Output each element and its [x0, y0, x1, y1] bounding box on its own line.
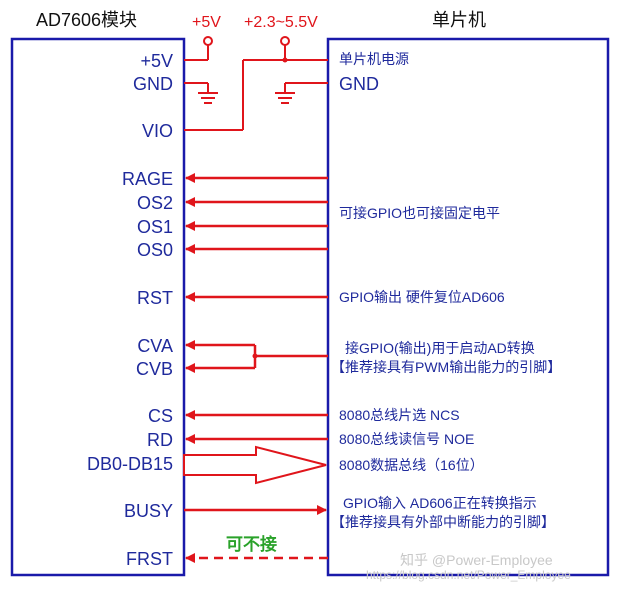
- busy-description-line1: GPIO输入 AD606正在转换指示: [343, 495, 537, 511]
- pin-db-label: DB0-DB15: [86, 454, 173, 474]
- pin-vio-label: VIO: [141, 121, 173, 141]
- ad7606-title: AD7606模块: [36, 10, 138, 30]
- pin-rd-label: RD: [147, 430, 173, 450]
- supply-vio-wire: [184, 36, 328, 131]
- pin-cs-label: CS: [147, 406, 173, 426]
- gnd-left-wire: [184, 82, 218, 104]
- mcu-gnd-label: GND: [339, 74, 379, 94]
- mcu-title: 单片机: [432, 10, 486, 30]
- supply-5v-label: +5V: [192, 14, 221, 31]
- rst-description: GPIO输出 硬件复位AD606: [339, 289, 505, 305]
- pin-os1-label: OS1: [136, 217, 173, 237]
- pin-os0-label: OS0: [136, 240, 173, 260]
- pin-rst-label: RST: [137, 288, 173, 308]
- arrow-data-bus: [183, 445, 327, 485]
- watermark-url: https://blog.csdn.net/Power_Employee: [366, 568, 571, 582]
- db-description: 8080数据总线（16位）: [339, 457, 484, 473]
- watermark: 知乎 @Power-Employee: [400, 552, 553, 568]
- pin-5v-label: +5V: [140, 51, 173, 71]
- rd-description: 8080总线读信号 NOE: [339, 431, 475, 447]
- gnd-right-wire: [275, 82, 328, 104]
- cv-description-line2: 【推荐接具有PWM输出能力的引脚】: [331, 359, 562, 375]
- frst-optional-note: 可不接: [226, 535, 277, 554]
- pin-rage-label: RAGE: [121, 169, 173, 189]
- pin-frst-label: FRST: [126, 549, 173, 569]
- ad7606-module-box: [10, 37, 186, 577]
- mcu-power-label: 单片机电源: [339, 51, 409, 67]
- pin-gnd-label: GND: [133, 74, 173, 94]
- busy-description-line2: 【推荐接具有外部中断能力的引脚】: [331, 514, 555, 530]
- cv-description-line1: 接GPIO(输出)用于启动AD转换: [345, 340, 535, 356]
- cs-description: 8080总线片选 NCS: [339, 407, 460, 423]
- pin-os2-label: OS2: [136, 193, 173, 213]
- pin-busy-label: BUSY: [123, 501, 173, 521]
- pin-cvb-label: CVB: [135, 359, 173, 379]
- os-description: 可接GPIO也可接固定电平: [339, 205, 501, 221]
- arrow-cva-cvb: [185, 340, 328, 373]
- pin-cva-label: CVA: [137, 336, 173, 356]
- supply-range-label: +2.3~5.5V: [244, 14, 318, 31]
- mcu-box: [326, 37, 610, 577]
- supply-5v-wire: [184, 36, 213, 61]
